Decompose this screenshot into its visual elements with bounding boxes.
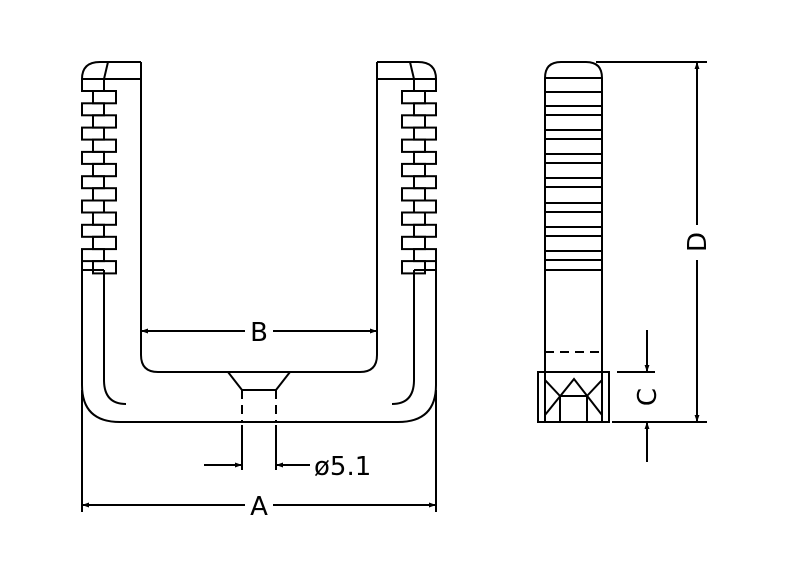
dimension-b: B: [141, 318, 377, 348]
left-ribs: [81, 78, 117, 275]
rib: [401, 235, 426, 251]
side-outline: [544, 61, 603, 372]
rib: [92, 211, 117, 226]
dimension-hole: ø5.1: [204, 425, 371, 482]
rib: [413, 126, 437, 141]
rib: [413, 175, 437, 190]
rib: [401, 162, 426, 178]
rib: [92, 260, 117, 275]
side-hidden-lines: [545, 351, 602, 373]
outer-outline: [81, 270, 437, 423]
dimension-hole-label: ø5.1: [314, 452, 371, 482]
rib: [81, 126, 105, 141]
side-base: [537, 371, 610, 423]
right-cap: [377, 61, 437, 80]
dimension-b-label: B: [250, 318, 268, 348]
rib: [401, 260, 426, 275]
rib: [413, 102, 437, 117]
dimension-a: A: [81, 390, 437, 522]
side-base-detail: [544, 372, 603, 422]
hole-hidden-lines: [241, 390, 277, 422]
rib: [92, 162, 117, 178]
dimension-a-label: A: [250, 492, 268, 522]
rib: [92, 235, 117, 251]
right-ribs: [401, 78, 437, 275]
rib: [413, 78, 437, 92]
dimension-d: D: [596, 61, 713, 423]
dimension-d-label: D: [683, 232, 713, 252]
rib: [81, 102, 105, 117]
dimension-c: C: [617, 330, 663, 462]
rib: [92, 90, 117, 105]
rib: [401, 211, 426, 226]
rib: [413, 248, 437, 263]
rib: [81, 150, 105, 165]
rib: [92, 187, 117, 202]
dimension-c-label: C: [633, 388, 663, 406]
rib: [81, 175, 105, 190]
rib: [401, 114, 426, 129]
rib: [413, 150, 437, 165]
rib: [81, 78, 105, 92]
rib: [413, 199, 437, 214]
rib: [81, 199, 105, 214]
right-inner-edge: [391, 270, 415, 405]
side-view: [537, 61, 610, 423]
left-inner-edge: [103, 270, 127, 405]
rib: [81, 248, 105, 263]
rib: [401, 138, 426, 153]
countersink: [227, 371, 291, 391]
front-view: [81, 61, 437, 423]
side-ribs: [545, 77, 602, 271]
rib: [92, 138, 117, 153]
rib: [413, 223, 437, 238]
rib: [92, 114, 117, 129]
rib: [401, 187, 426, 202]
inner-outline: [140, 62, 378, 373]
rib: [401, 90, 426, 105]
rib: [81, 223, 105, 238]
left-cap: [81, 61, 141, 80]
